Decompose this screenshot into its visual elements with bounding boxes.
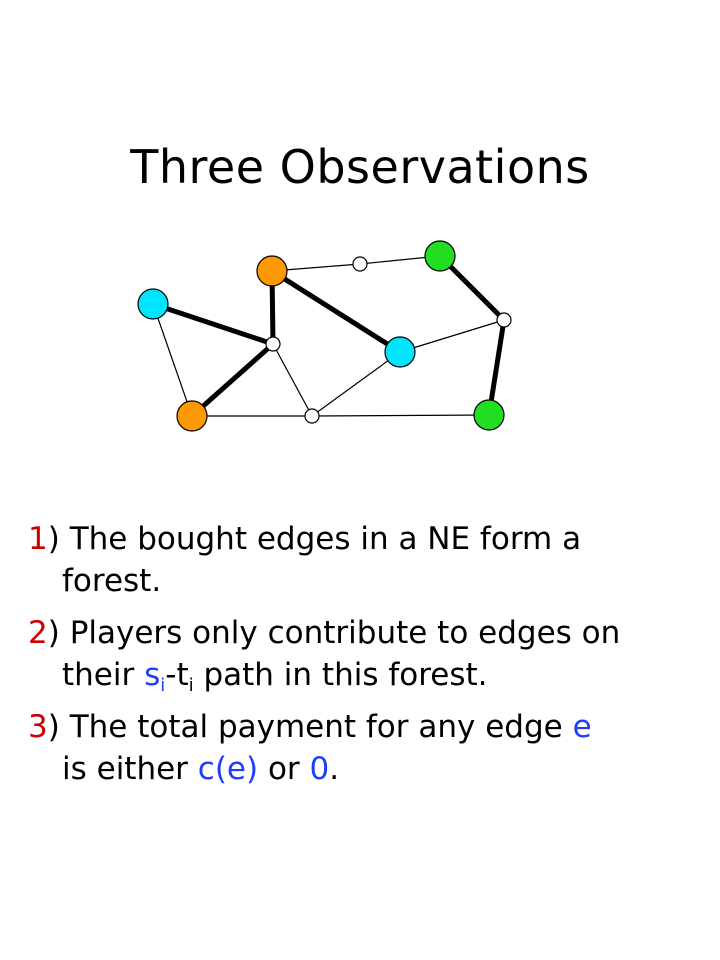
observation-2-line2-post: path in this forest. [193, 657, 488, 693]
edge-orange-top-cyan-center-bought [269, 268, 403, 355]
observation-3-line2-pre: is either [62, 751, 198, 787]
node-cyan-left [137, 288, 169, 320]
node-orange-bottom [176, 400, 208, 432]
edge-white-center-orange-bottom-bought [189, 341, 276, 419]
observations-list: 1) The bought edges in a NE form a fores… [28, 518, 708, 800]
observation-3-paren: ) [47, 709, 60, 745]
observation-1-line1: The bought edges in a NE form a [59, 521, 582, 557]
observation-1-line2: forest. [62, 563, 162, 599]
observation-3-line1-pre: The total payment for any edge [59, 709, 573, 745]
edge-variable: e [572, 709, 592, 745]
period: . [329, 751, 340, 787]
s-subscript: i [160, 675, 166, 696]
edge-white-bottom-green-bottom [311, 414, 490, 417]
observation-2-number: 2 [28, 615, 48, 651]
node-green-bottom [473, 399, 505, 431]
cost-term: c(e) [197, 751, 259, 787]
zero-value: 0 [309, 751, 330, 787]
observation-2-line2-pre: their [62, 657, 145, 693]
edges-layer [150, 253, 507, 419]
t-variable: t [176, 657, 189, 693]
observation-1: 1) The bought edges in a NE form a fores… [28, 518, 708, 602]
s-variable: s [144, 657, 161, 693]
edge-white-right-green-bottom-bought [486, 317, 507, 418]
or-word: or [258, 751, 310, 787]
observation-2: 2) Players only contribute to edges on t… [28, 612, 708, 696]
edge-cyan-left-orange-bottom [152, 303, 193, 417]
observation-2-line1: Players only contribute to edges on [59, 615, 621, 651]
edge-cyan-center-white-right [399, 319, 505, 353]
node-green-top [424, 240, 456, 272]
node-orange-top [256, 255, 288, 287]
network-graph [137, 240, 512, 432]
slide-title: Three Observations [130, 140, 590, 194]
edge-cyan-left-white-center-bought [150, 301, 276, 347]
dash: - [165, 657, 177, 693]
observation-1-number: 1 [28, 521, 48, 557]
edge-white-bottom-cyan-center [311, 351, 401, 417]
node-white-center [265, 336, 281, 352]
node-cyan-center [384, 336, 416, 368]
node-white-right [496, 312, 512, 328]
observation-2-paren: ) [47, 615, 60, 651]
node-white-top [352, 256, 368, 272]
node-white-bottom [304, 408, 320, 424]
observation-3: 3) The total payment for any edge e is e… [28, 706, 708, 790]
observation-3-number: 3 [28, 709, 48, 745]
t-subscript: i [188, 675, 194, 696]
nodes-layer [137, 240, 512, 432]
observation-1-paren: ) [47, 521, 60, 557]
edge-white-center-white-bottom [272, 343, 313, 417]
